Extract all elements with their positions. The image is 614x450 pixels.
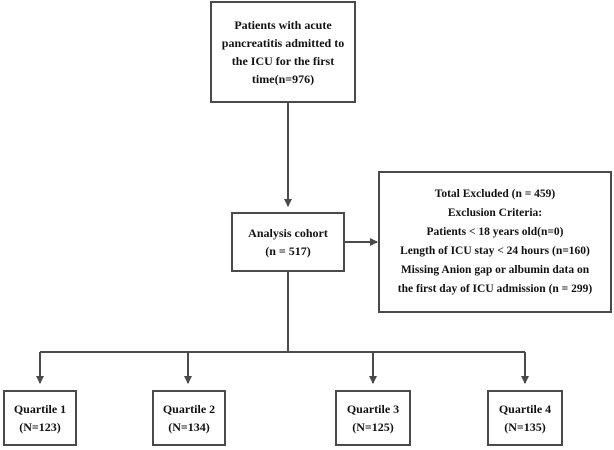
quartile-2-box: Quartile 2 (N=134): [152, 390, 226, 446]
quartile-1-label: Quartile 1: [13, 402, 67, 416]
quartile-2-label: Quartile 2: [162, 402, 216, 416]
start-line-1: Patients with acute: [234, 18, 332, 32]
exclusion-criteria-box: Total Excluded (n = 459) Exclusion Crite…: [378, 171, 612, 313]
excluded-criterion-missing-1: Missing Anion gap or albumin data on: [400, 264, 590, 276]
excluded-criterion-missing-2: the first day of ICU admission (n = 299): [397, 283, 593, 295]
excluded-criteria-heading: Exclusion Criteria:: [447, 207, 543, 219]
quartile-4-count: (N=135): [504, 420, 546, 434]
quartile-3-label: Quartile 3: [346, 402, 400, 416]
start-line-4: time(n=976): [251, 72, 315, 86]
quartile-3-box: Quartile 3 (N=125): [335, 390, 411, 446]
analysis-count: (n = 517): [265, 244, 311, 258]
start-line-3: the ICU for the first: [231, 54, 335, 68]
quartile-4-box: Quartile 4 (N=135): [487, 390, 563, 446]
quartile-3-count: (N=125): [352, 420, 394, 434]
analysis-title: Analysis cohort: [248, 226, 328, 240]
excluded-criterion-age: Patients < 18 years old(n=0): [426, 226, 564, 238]
quartile-1-box: Quartile 1 (N=123): [3, 390, 77, 446]
quartile-2-count: (N=134): [168, 420, 210, 434]
excluded-total: Total Excluded (n = 459): [434, 188, 556, 200]
start-line-2: pancreatitis admitted to: [221, 36, 345, 50]
quartile-1-count: (N=123): [19, 420, 61, 434]
analysis-cohort-box: Analysis cohort (n = 517): [231, 212, 345, 272]
start-population-box: Patients with acute pancreatitis admitte…: [210, 1, 356, 103]
excluded-criterion-icu-stay: Length of ICU stay < 24 hours (n=160): [400, 245, 590, 257]
quartile-4-label: Quartile 4: [498, 402, 552, 416]
